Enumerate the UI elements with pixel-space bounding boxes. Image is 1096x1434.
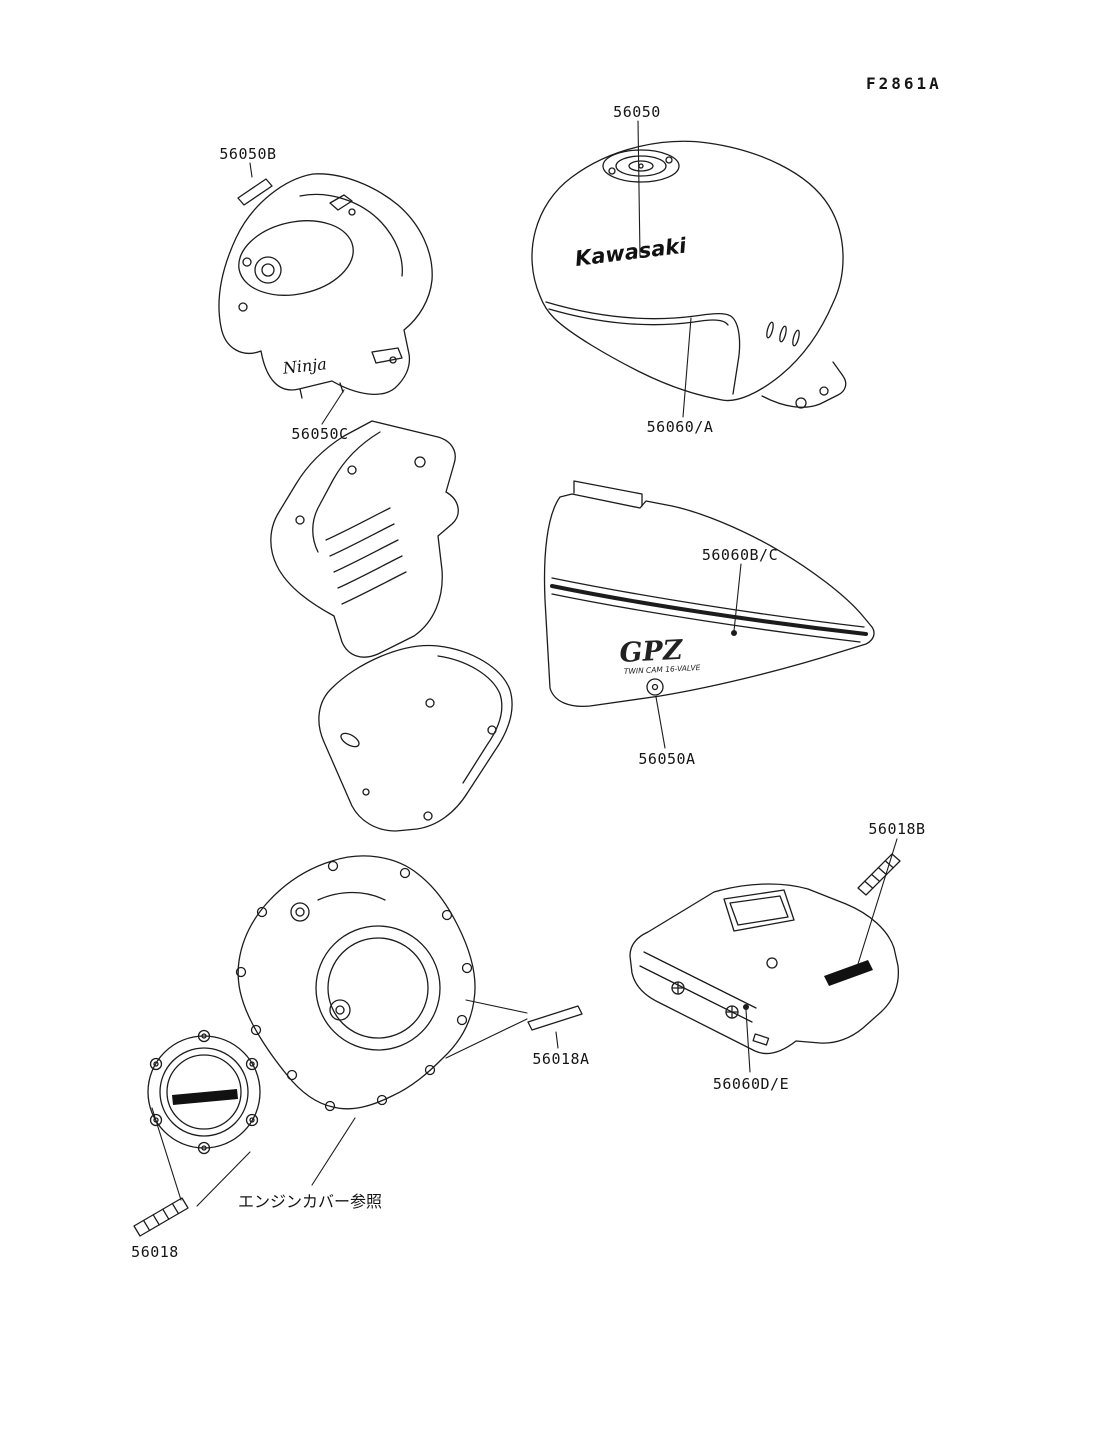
tank-stripe bbox=[545, 301, 741, 395]
leader-56060A bbox=[682, 317, 692, 418]
rear-cowl-drawing bbox=[629, 883, 900, 1055]
decal-56050B bbox=[237, 178, 273, 206]
fuel-tank-drawing: Kawasaki bbox=[531, 140, 847, 409]
side-cover-drawing: GPZ TWIN CAM 16-VALVE bbox=[543, 480, 875, 708]
leader-dot-56060DE bbox=[743, 1004, 749, 1010]
leader-56018A-3 bbox=[555, 1031, 559, 1049]
leader-engine-cover-note bbox=[311, 1117, 356, 1186]
leader-56018B bbox=[857, 838, 898, 965]
round-cover-slot-decal bbox=[172, 1089, 238, 1105]
upper-fairing-drawing: Ninja bbox=[218, 173, 433, 399]
seat-opening bbox=[723, 889, 795, 932]
label-56050A: 56050A bbox=[638, 750, 696, 768]
leader-56050 bbox=[637, 120, 641, 257]
label-56050B: 56050B bbox=[219, 145, 277, 163]
leader-56018-2 bbox=[196, 1151, 251, 1207]
leader-dot-56060BC bbox=[731, 630, 737, 636]
label-56050: 56050 bbox=[613, 103, 661, 121]
leader-56060BC bbox=[733, 563, 742, 632]
tank-flange bbox=[761, 361, 847, 408]
leader-56018-1 bbox=[151, 1107, 182, 1201]
louver bbox=[333, 539, 399, 573]
doc-code: F2861A bbox=[866, 74, 942, 93]
label-56060BC: 56060B/C bbox=[701, 546, 779, 564]
label-56018B: 56018B bbox=[868, 820, 926, 838]
cowl-slot-decal bbox=[824, 960, 873, 986]
decal-56018A bbox=[527, 1005, 583, 1031]
lower-fairing-drawing bbox=[270, 420, 459, 658]
gpz-logo-subtext: TWIN CAM 16-VALVE bbox=[624, 663, 701, 676]
leader-56060DE bbox=[745, 1009, 751, 1073]
label-56060A: 56060/A bbox=[646, 418, 714, 436]
kawasaki-logo: Kawasaki bbox=[574, 233, 689, 271]
label-56018: 56018 bbox=[131, 1243, 179, 1261]
round-cover-drawing bbox=[147, 1029, 261, 1155]
leader-56018A-2 bbox=[445, 1018, 528, 1059]
side-cover-tab bbox=[573, 480, 643, 507]
louver bbox=[329, 523, 395, 557]
louver bbox=[325, 507, 391, 541]
label-56050C: 56050C bbox=[291, 425, 349, 443]
ninja-logo: Ninja bbox=[281, 354, 328, 378]
engine-cover-reference-note: エンジンカバー参照 bbox=[237, 1192, 383, 1211]
gpz-logo: GPZ bbox=[619, 635, 685, 669]
mirror-mount bbox=[329, 194, 353, 211]
windshield-drawing bbox=[318, 644, 513, 832]
leader-56050A bbox=[655, 696, 666, 749]
leader-lines bbox=[151, 120, 898, 1207]
side-cover-stripe bbox=[550, 584, 868, 636]
louver bbox=[337, 555, 403, 589]
label-56018A: 56018A bbox=[532, 1050, 590, 1068]
decal-56018B bbox=[857, 853, 901, 896]
filler-cap bbox=[602, 149, 680, 183]
louver bbox=[341, 571, 407, 605]
leader-56050B bbox=[249, 162, 253, 178]
lower-bracket bbox=[371, 347, 403, 364]
engine-cover-drawing bbox=[235, 855, 476, 1112]
decal-56018 bbox=[133, 1197, 189, 1237]
leader-56018A-1 bbox=[465, 999, 528, 1014]
leader-56050C bbox=[321, 389, 345, 425]
side-cover-grommet bbox=[646, 678, 664, 696]
label-56060DE: 56060D/E bbox=[712, 1075, 790, 1093]
